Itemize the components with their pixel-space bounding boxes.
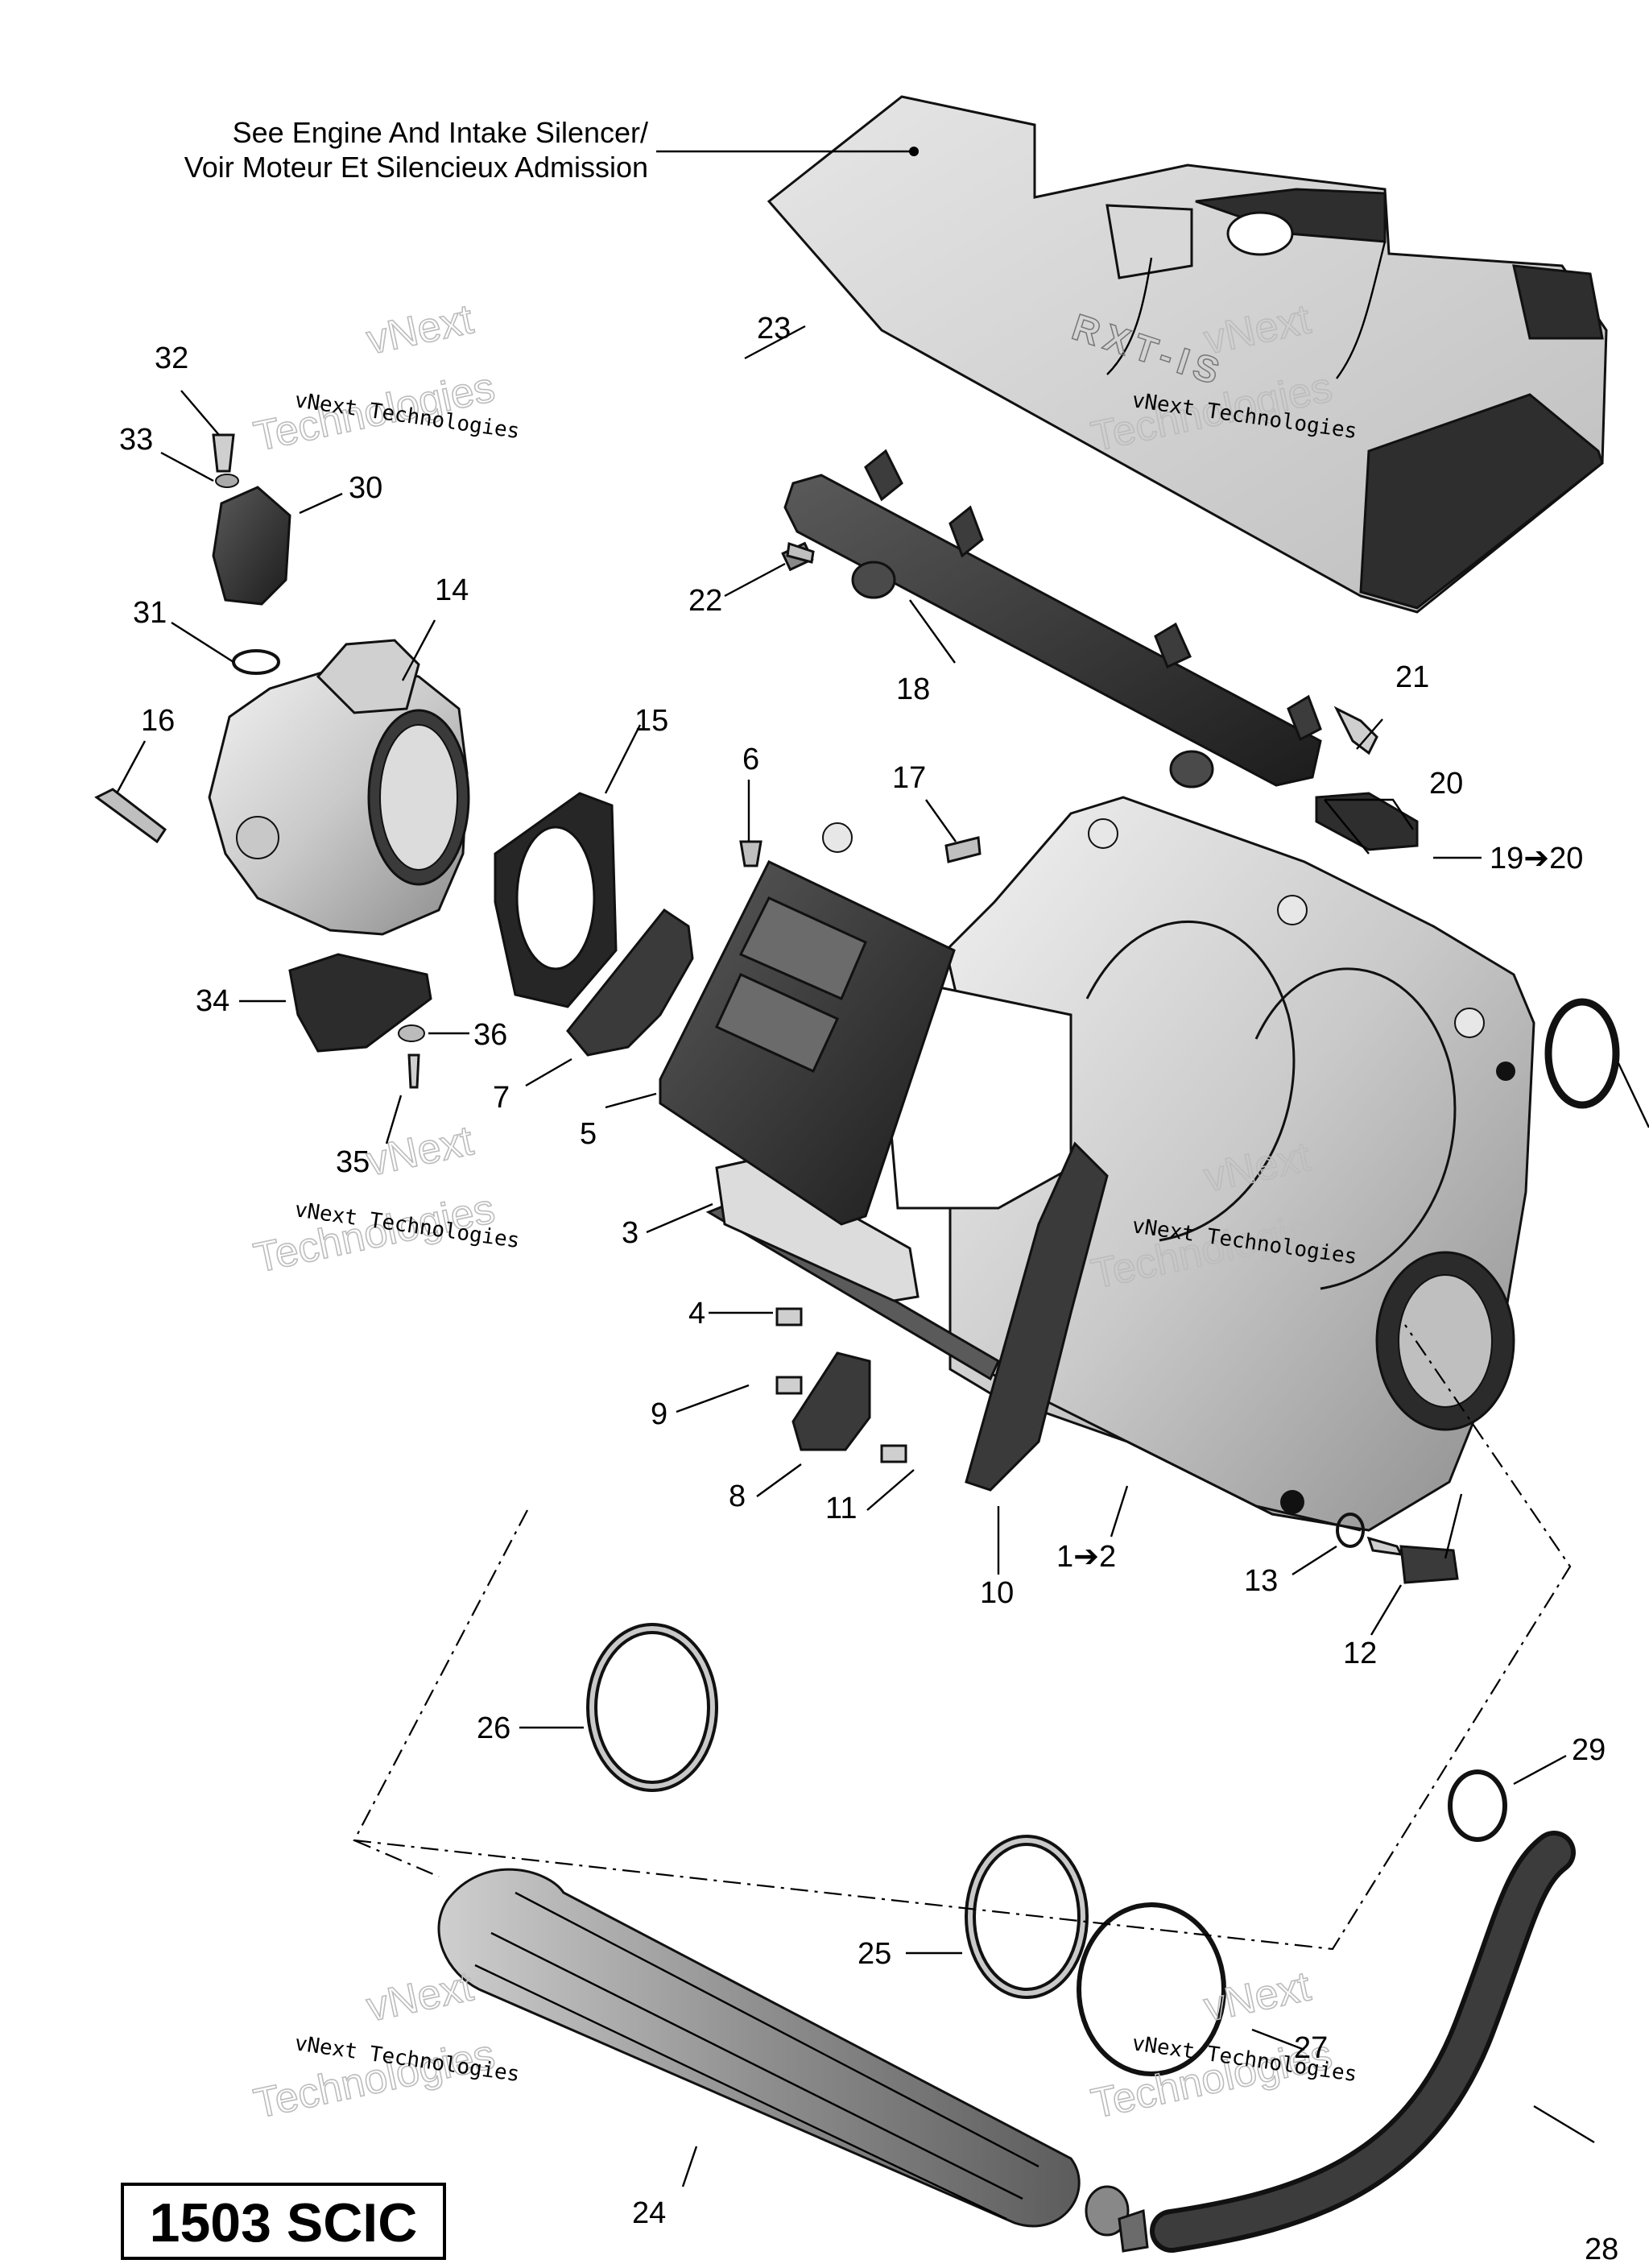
- callout-19-20: 19➔20: [1490, 842, 1583, 875]
- reference-note: See Engine And Intake Silencer/ Voir Mot…: [184, 116, 919, 184]
- reference-note-line1: See Engine And Intake Silencer/: [233, 116, 648, 149]
- callout-29: 29: [1572, 1733, 1606, 1767]
- callout-14: 14: [435, 573, 469, 607]
- callout-1-2: 1➔2: [1056, 1540, 1116, 1574]
- hose: [1118, 1831, 1576, 2253]
- model-badge-label: 1503 SCIC: [150, 2192, 418, 2254]
- reference-note-line2: Voir Moteur Et Silencieux Admission: [184, 151, 648, 184]
- watermark-ghost-vnext: vNext: [1200, 1963, 1315, 2030]
- callout-30: 30: [349, 471, 382, 505]
- callout-11: 11: [825, 1492, 857, 1525]
- callout-12: 12: [1343, 1637, 1377, 1670]
- callout-6: 6: [742, 743, 759, 776]
- callout-9: 9: [651, 1397, 667, 1431]
- callout-16: 16: [141, 704, 175, 738]
- intake-cover: RXT-IS: [767, 95, 1608, 614]
- callout-10: 10: [980, 1576, 1014, 1610]
- ecm-module: [659, 860, 956, 1226]
- callout-26: 26: [477, 1711, 510, 1745]
- callout-25: 25: [858, 1937, 891, 1971]
- watermark-ghost-vnext: vNext: [362, 1963, 477, 2030]
- callout-33: 33: [119, 423, 153, 457]
- callout-23: 23: [757, 312, 791, 346]
- callout-8: 8: [729, 1480, 746, 1513]
- callout-13: 13: [1244, 1564, 1278, 1598]
- watermark-ghost-vnext: vNext: [362, 1117, 477, 1185]
- bracket-34: [288, 953, 432, 1053]
- callout-32: 32: [155, 341, 188, 375]
- watermark-ghost-vnext: vNext: [362, 296, 477, 363]
- callout-3: 3: [622, 1216, 639, 1250]
- fasteners: [94, 433, 1620, 1584]
- callout-20: 20: [1429, 767, 1463, 801]
- coupling-rings: [586, 1623, 1507, 2076]
- callout-18: 18: [896, 673, 930, 706]
- throttle-body: [208, 639, 470, 936]
- model-badge: 1503 SCIC: [121, 2183, 446, 2260]
- sensor-30: [212, 486, 291, 606]
- callout-17: 17: [892, 761, 926, 795]
- callout-15: 15: [634, 704, 668, 738]
- callout-22: 22: [688, 584, 722, 618]
- callout-4: 4: [688, 1297, 705, 1331]
- bracket-7: [566, 908, 694, 1057]
- callout-28: 28: [1585, 2233, 1618, 2266]
- throttle-gasket: [494, 792, 618, 1008]
- callout-21: 21: [1395, 660, 1429, 694]
- callout-27: 27: [1294, 2031, 1328, 2065]
- callout-24: 24: [632, 2196, 666, 2230]
- leader-lines: [115, 325, 1649, 2187]
- callout-36: 36: [473, 1018, 507, 1052]
- reference-lines: [353, 1324, 1572, 1951]
- intercooler: [437, 1868, 1130, 2237]
- callout-5: 5: [580, 1117, 597, 1151]
- callout-31: 31: [133, 596, 167, 630]
- callout-35: 35: [336, 1145, 370, 1179]
- callouts: 23 32 33 30 31 14 16 15 6 17 18 22 21 20…: [119, 312, 1618, 2266]
- callout-34: 34: [196, 984, 229, 1018]
- callout-7: 7: [493, 1081, 510, 1115]
